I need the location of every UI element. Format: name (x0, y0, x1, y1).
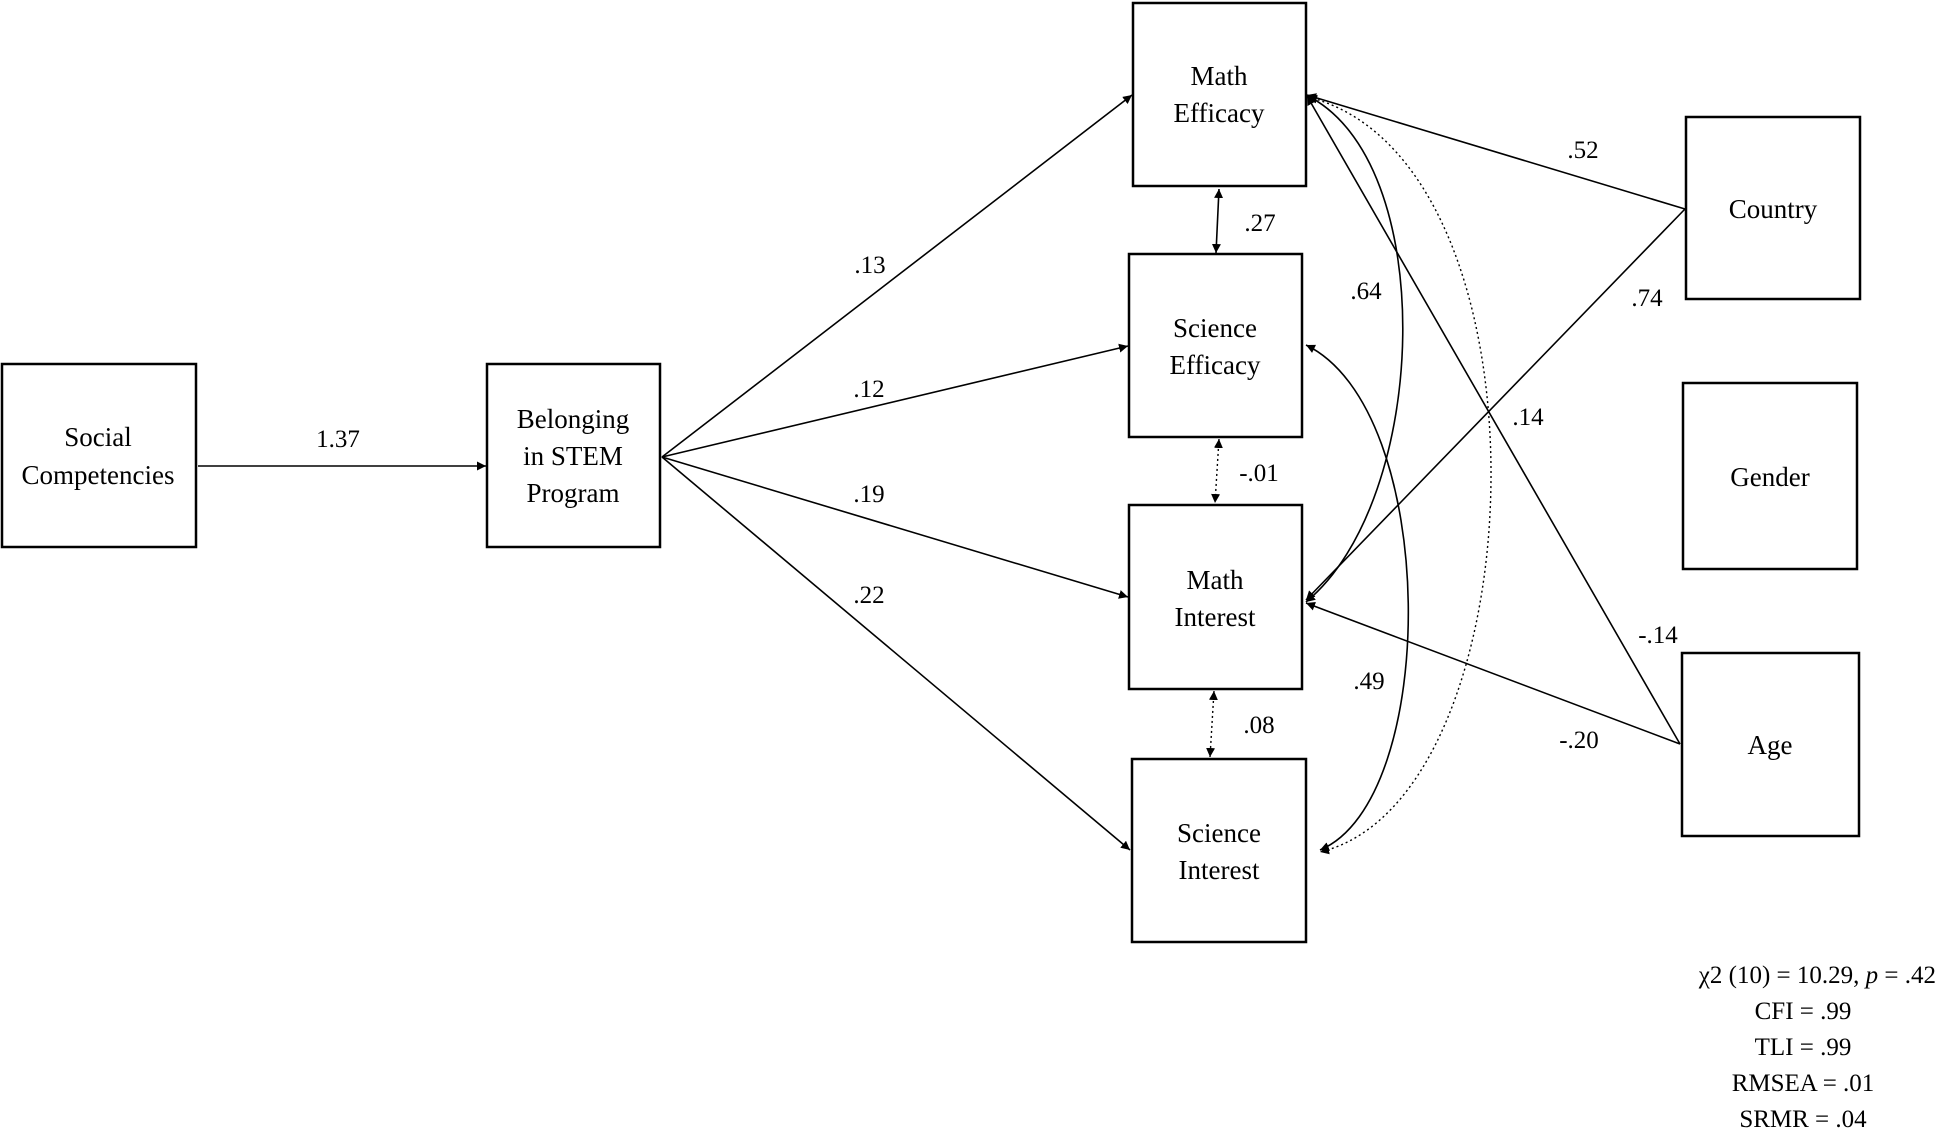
coef-math-int-science-int: .08 (1243, 712, 1274, 739)
coef-belonging-to-science-interest: .22 (853, 582, 884, 609)
coef-age-upper: -.14 (1638, 622, 1678, 649)
coef-science-eff-science-int: .49 (1353, 668, 1384, 695)
cov-math-eff-science-int (1307, 94, 1492, 855)
node-country: Country (1684, 115, 1862, 301)
path-age-to-math-interest (1305, 601, 1681, 745)
fit-tli: TLI = .99 (1755, 1034, 1852, 1061)
node-label-line: Math (1191, 61, 1248, 91)
coef-belonging-to-science-efficacy: .12 (853, 376, 884, 403)
node-gender: Gender (1681, 381, 1859, 571)
cov-science-eff-math-int (1211, 438, 1223, 504)
coef-country-to-math-efficacy: .52 (1567, 137, 1598, 164)
cov-math-eff-science-eff (1211, 188, 1224, 254)
cov-science-eff-science-int (1305, 344, 1410, 851)
node-label-line: Science (1173, 313, 1257, 343)
coef-age-to-math-interest: -.20 (1559, 727, 1599, 754)
node-label-line: Interest (1179, 855, 1260, 885)
node-label-line: Program (527, 478, 620, 508)
node-science-interest: Science Interest (1130, 757, 1308, 944)
fit-srmr: SRMR = .04 (1739, 1106, 1867, 1133)
node-age: Age (1680, 651, 1861, 838)
fit-chi-square: χ2 (10) = 10.29, p = .42 (1698, 962, 1936, 989)
node-label-line: in STEM (523, 441, 623, 471)
coefficient-labels: 1.37 .13 .12 .19 .22 .27 -.01 .08 .64 .4… (316, 137, 1678, 754)
coef-social-to-belonging: 1.37 (316, 426, 360, 453)
fit-cfi: CFI = .99 (1755, 998, 1852, 1025)
path-country-to-math-efficacy (1306, 93, 1686, 210)
coef-country-to-math-interest: .74 (1631, 285, 1663, 312)
path-belonging-to-science-efficacy (661, 343, 1129, 458)
node-label-line: Belonging (517, 404, 630, 434)
node-label-line: Competencies (22, 460, 175, 490)
path-lines (198, 93, 1686, 855)
cov-math-int-science-int (1206, 690, 1218, 758)
fit-rmsea: RMSEA = .01 (1732, 1070, 1875, 1097)
cov-math-eff-math-int (1305, 94, 1404, 603)
node-label-line: Science (1177, 818, 1261, 848)
path-belonging-to-math-interest (661, 456, 1129, 599)
node-label-line: Country (1729, 194, 1818, 224)
node-label-line: Interest (1175, 602, 1256, 632)
coef-math-eff-science-eff: .27 (1244, 210, 1275, 237)
node-belonging: Belonging in STEM Program (485, 362, 662, 549)
node-label-line: Math (1187, 565, 1244, 595)
path-country-to-math-interest (1305, 208, 1686, 601)
fit-statistics: χ2 (10) = 10.29, p = .42 CFI = .99 TLI =… (1698, 962, 1936, 1133)
path-belonging-to-science-interest (661, 456, 1131, 851)
path-belonging-to-math-efficacy (661, 94, 1133, 458)
node-math-efficacy: Math Efficacy (1131, 1, 1308, 188)
node-label-line: Gender (1730, 462, 1809, 492)
coef-math-eff-math-int: .64 (1350, 278, 1382, 305)
node-label-line: Efficacy (1174, 98, 1265, 128)
node-social-competencies: Social Competencies (0, 362, 198, 549)
node-label-line: Age (1748, 730, 1793, 760)
node-label-line: Social (64, 422, 132, 452)
node-label-line: Efficacy (1170, 350, 1261, 380)
coef-age-to-math-efficacy: .14 (1512, 404, 1544, 431)
path-age-to-math-efficacy (1306, 95, 1681, 745)
coef-belonging-to-math-efficacy: .13 (854, 252, 885, 279)
node-science-efficacy: Science Efficacy (1127, 252, 1304, 439)
node-math-interest: Math Interest (1127, 503, 1304, 691)
coef-science-eff-math-int: -.01 (1239, 460, 1279, 487)
coef-belonging-to-math-interest: .19 (853, 481, 884, 508)
